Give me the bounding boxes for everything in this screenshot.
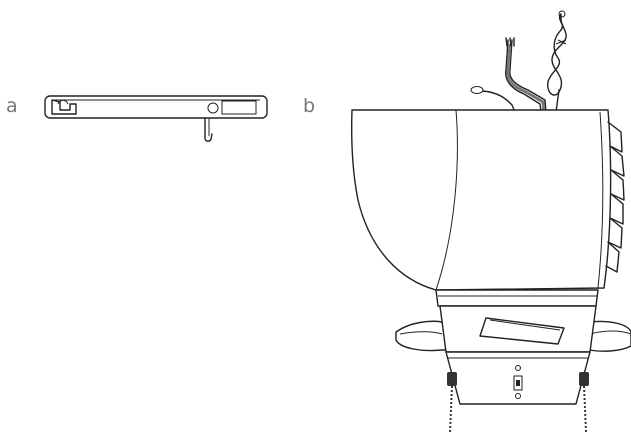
- label-a: a: [6, 95, 18, 117]
- lead-wires: [470, 10, 567, 113]
- label-b: b: [303, 95, 315, 117]
- pull-chains: [447, 372, 589, 432]
- fan-motor-icon: [350, 10, 631, 432]
- cooling-fins: [605, 121, 625, 273]
- hanger-bracket-icon: [44, 95, 268, 142]
- switch-housing: [445, 351, 591, 405]
- motor-housing: [350, 109, 612, 291]
